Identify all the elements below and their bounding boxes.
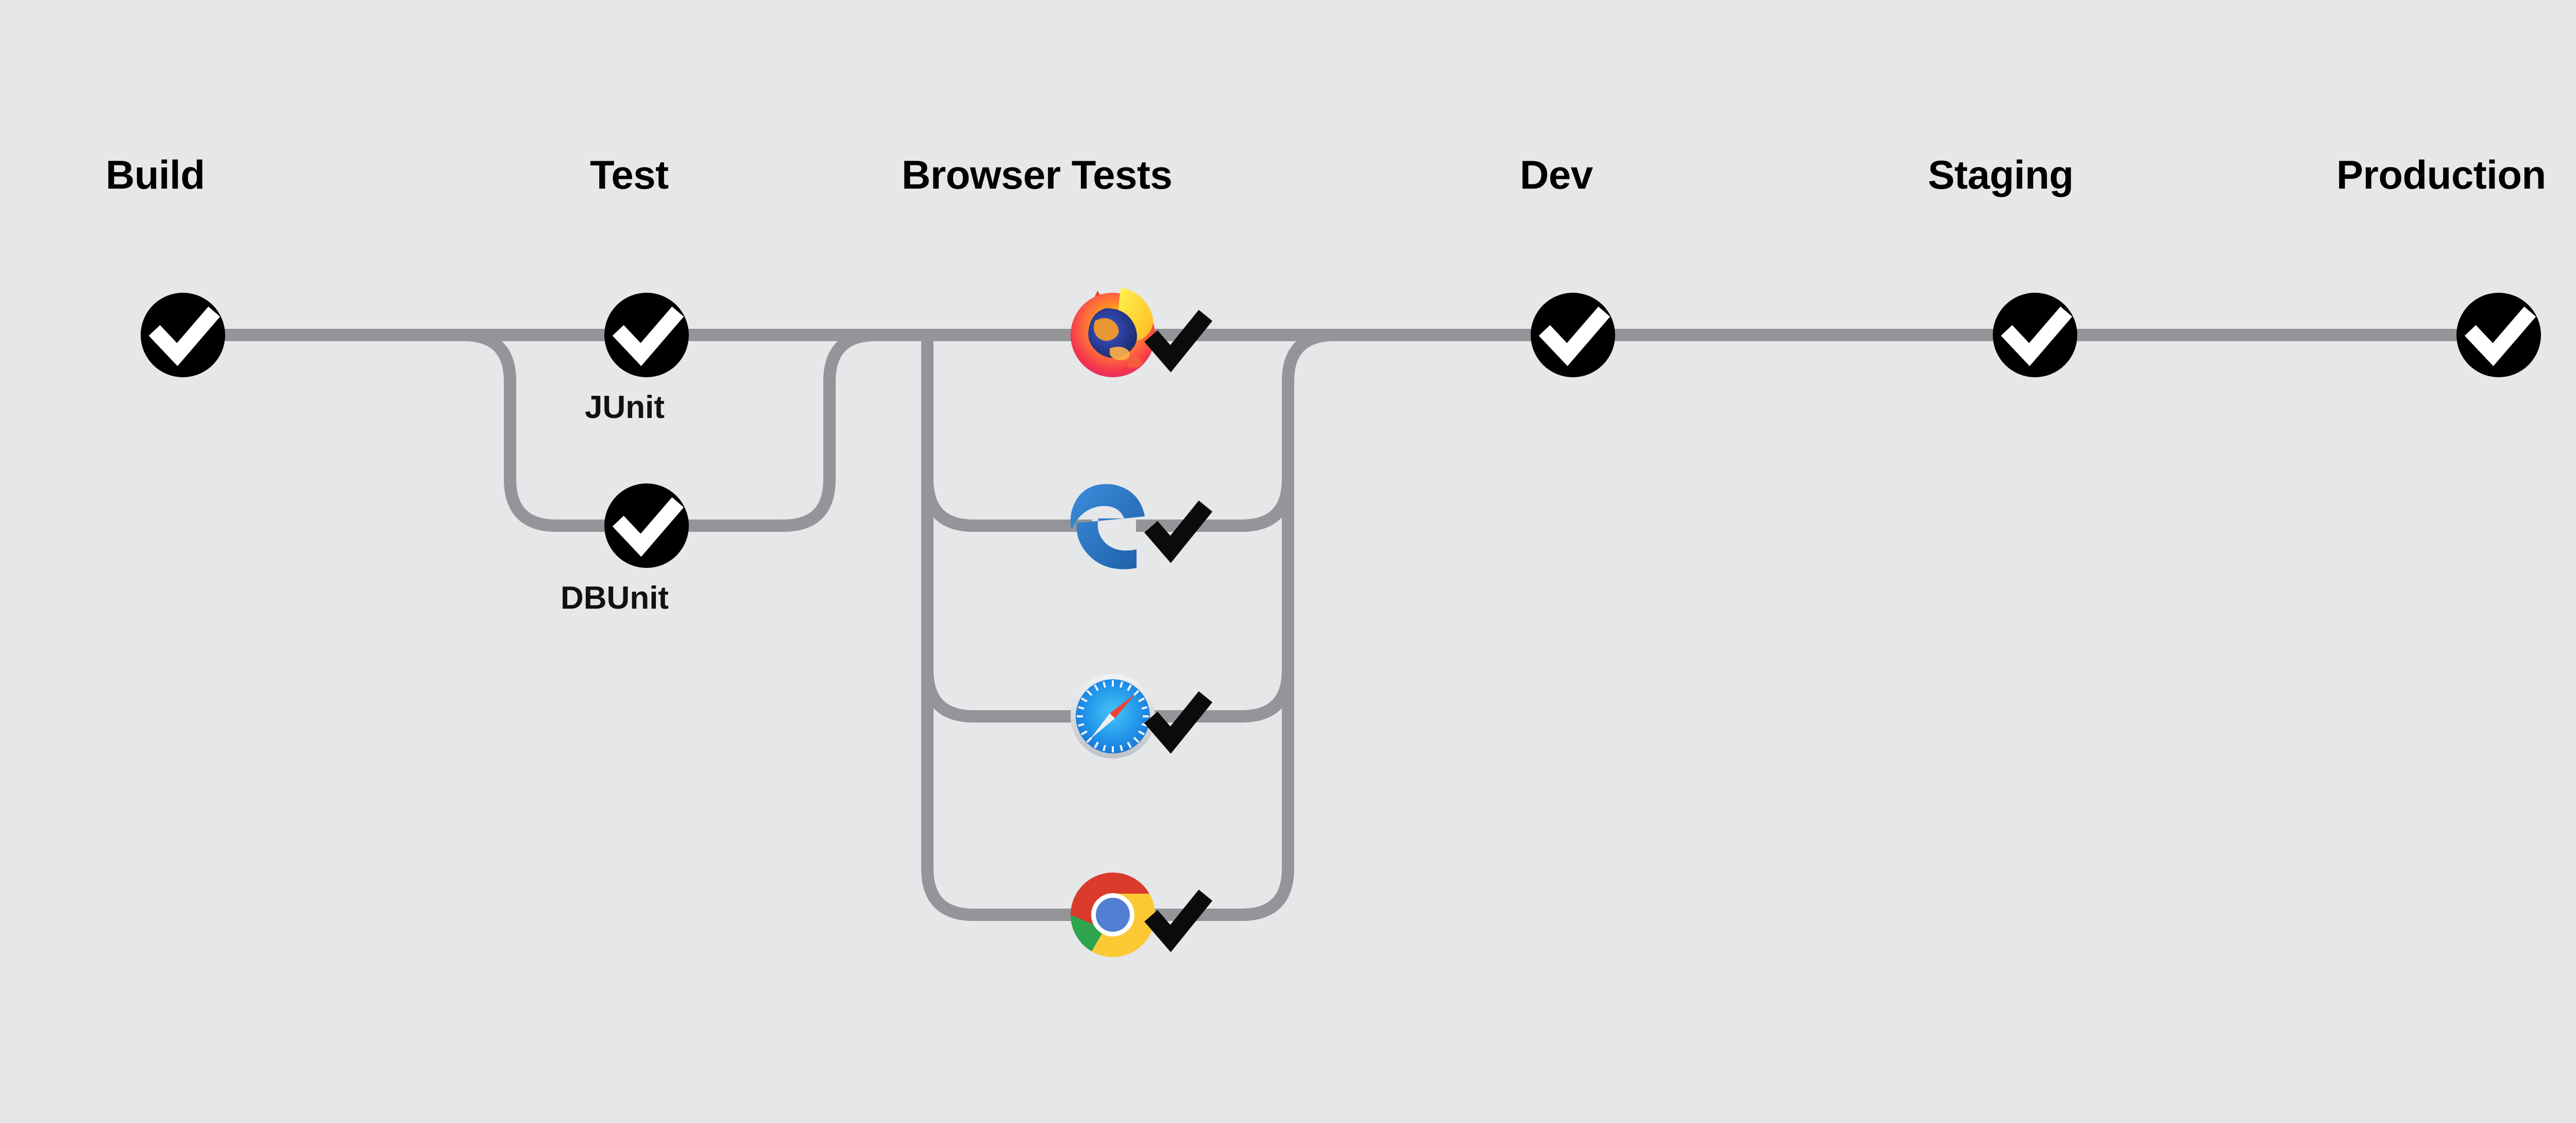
- pipeline-nodes: [141, 293, 2541, 568]
- stage-title-dev: Dev: [1520, 152, 1593, 197]
- connector-browser-split-spine: [921, 335, 1092, 921]
- checkmark-icon: [1144, 310, 1213, 373]
- node-label-dbunit: DBUnit: [561, 580, 669, 616]
- node-label-junit: JUnit: [585, 390, 665, 425]
- connector-browser-merge-edge: [1136, 479, 1294, 532]
- build-node[interactable]: [141, 293, 225, 377]
- connector-browser-split-edge: [921, 479, 1092, 532]
- checkmark-icon: [1144, 691, 1213, 754]
- checkmark-icon: [1144, 500, 1213, 563]
- edge-test-result[interactable]: [1070, 484, 1213, 569]
- junit-node[interactable]: [604, 293, 689, 377]
- checkmark-icon: [612, 306, 684, 366]
- checkmark-icon: [612, 497, 684, 557]
- connector-lines: [183, 329, 2499, 921]
- safari-icon: [1071, 674, 1155, 759]
- checkmark-icon: [2464, 306, 2536, 366]
- firefox-test-result[interactable]: [1071, 288, 1213, 377]
- chrome-icon: [1071, 873, 1155, 957]
- connector-test-split-dbunit: [463, 329, 647, 532]
- connector-browser-split-safari: [921, 669, 1092, 723]
- stage-title-test: Test: [590, 152, 669, 197]
- connector-browser-merge-spine: [1136, 329, 1335, 921]
- checkmark-icon: [2001, 306, 2073, 366]
- checkmark-icon: [1144, 890, 1213, 952]
- stage-title-production: Production: [2336, 152, 2546, 197]
- connector-dbunit-merge: [647, 329, 876, 532]
- stage-title-build: Build: [106, 152, 205, 197]
- dev-node[interactable]: [1531, 293, 1615, 377]
- connector-browser-merge-safari: [1136, 669, 1294, 723]
- safari-test-result[interactable]: [1071, 674, 1213, 759]
- edge-icon: [1070, 484, 1145, 569]
- production-node[interactable]: [2456, 293, 2541, 377]
- stage-title-staging: Staging: [1928, 152, 2074, 197]
- checkmark-icon: [148, 306, 221, 366]
- stage-title-browser-tests: Browser Tests: [902, 152, 1173, 197]
- staging-node[interactable]: [1993, 293, 2077, 377]
- dbunit-node[interactable]: [604, 483, 689, 568]
- chrome-test-result[interactable]: [1071, 873, 1213, 957]
- checkmark-icon: [1538, 306, 1611, 366]
- firefox-icon: [1071, 288, 1155, 377]
